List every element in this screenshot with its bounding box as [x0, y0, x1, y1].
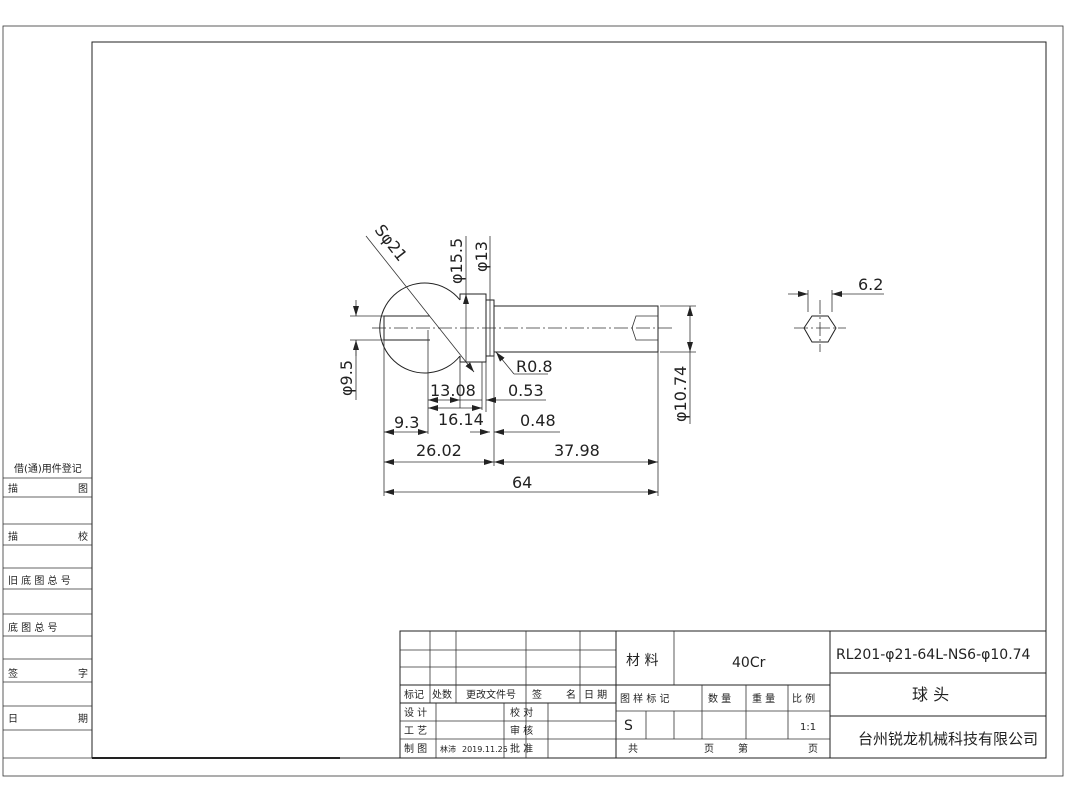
dim-hex: 6.2 — [858, 275, 883, 294]
ball-stud-front-view — [372, 282, 672, 408]
side-r6a: 日 — [8, 714, 18, 725]
dimension-lines — [350, 235, 696, 496]
side-r1b: 图 — [78, 483, 88, 495]
side-panel: 借(通)用件登记 描 图 描 校 旧 底 图 总 号 底 图 总 号 签 字 日… — [3, 462, 92, 731]
tb-weight-label: 重 量 — [752, 692, 775, 705]
dim-16-14: 16.14 — [438, 410, 484, 429]
tb-stage: S — [624, 718, 633, 734]
tb-process: 工 艺 — [404, 725, 427, 737]
tb-page2: 页 — [808, 743, 818, 755]
tb-stage-label: 图 样 标 记 — [620, 692, 670, 705]
side-r5b: 字 — [78, 667, 88, 680]
dim-26-02: 26.02 — [416, 441, 462, 460]
tb-no: 第 — [738, 742, 748, 755]
tb-count: 处数 — [432, 688, 452, 701]
side-r2b: 校 — [78, 530, 88, 543]
side-r2a: 描 — [8, 530, 18, 543]
dim-shank-dia: φ9.5 — [337, 360, 356, 396]
dim-0-48: 0.48 — [520, 411, 556, 430]
dim-radius: R0.8 — [516, 357, 553, 376]
dim-9-3: 9.3 — [394, 413, 419, 432]
sheet-border — [2, 25, 1064, 777]
tb-sign: 签 — [532, 688, 542, 701]
title-block: 标记 处数 更改文件号 签 名 日 期 设 计 校 对 工 艺 审 核 制 图 … — [399, 630, 1047, 759]
tb-part-name: 球 头 — [912, 685, 949, 704]
side-r5a: 签 — [8, 667, 18, 680]
side-r3: 旧 底 图 总 号 — [8, 574, 71, 587]
dim-37-98: 37.98 — [554, 441, 600, 460]
tb-material-label: 材 料 — [626, 653, 658, 669]
tb-check: 校 对 — [510, 706, 533, 719]
tb-review: 审 核 — [510, 724, 533, 737]
hex-end-view — [788, 290, 884, 352]
tb-mark: 标记 — [404, 689, 424, 701]
tb-design: 设 计 — [404, 706, 427, 719]
dim-64: 64 — [512, 473, 532, 492]
tb-total: 共 — [628, 743, 638, 755]
tb-qty-label: 数 量 — [708, 692, 731, 705]
dim-groove-dia: φ13 — [472, 241, 491, 272]
dim-neck-dia: φ15.5 — [447, 238, 466, 284]
side-r1a: 描 — [8, 482, 18, 495]
dim-sphere: Sφ21 — [371, 221, 411, 265]
dim-13-08: 13.08 — [430, 381, 476, 400]
tb-change-doc: 更改文件号 — [466, 688, 516, 701]
tb-page: 页 — [704, 743, 714, 755]
tb-date: 日 期 — [584, 689, 607, 701]
tb-name: 名 — [566, 688, 576, 701]
tb-draw-date: 2019.11.25 — [462, 745, 508, 754]
tb-scale-label: 比 例 — [792, 692, 815, 705]
side-r4: 底 图 总 号 — [8, 621, 58, 634]
tb-material: 40Cr — [732, 655, 766, 671]
dim-body-dia: φ10.74 — [671, 366, 690, 422]
dimension-labels: Sφ21 φ15.5 φ13 φ9.5 φ10.74 R0.8 13.08 0.… — [337, 221, 883, 492]
tb-draw: 制 图 — [404, 742, 427, 755]
tb-approve: 批 准 — [510, 742, 533, 755]
tb-part-no: RL201-φ21-64L-NS6-φ10.74 — [836, 647, 1031, 663]
tb-company: 台州锐龙机械科技有限公司 — [858, 730, 1038, 748]
side-reg-label: 借(通)用件登记 — [14, 462, 82, 475]
tb-drawer: 林沛 — [440, 744, 456, 754]
tb-scale: 1:1 — [800, 722, 816, 733]
side-r6b: 期 — [78, 713, 88, 725]
dim-0-53: 0.53 — [508, 381, 544, 400]
